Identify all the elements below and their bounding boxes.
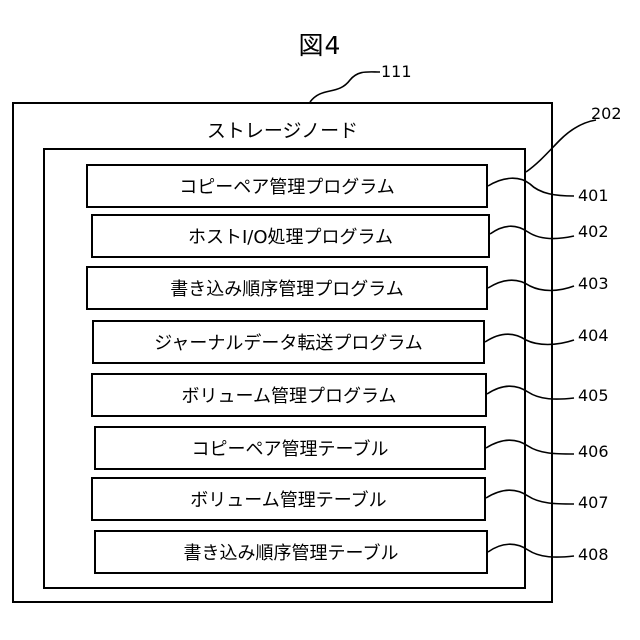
- leader-line-401: [488, 178, 574, 196]
- leader-line-403: [488, 280, 574, 290]
- leader-line-408: [488, 544, 574, 557]
- leader-line-407: [486, 490, 574, 504]
- leader-line-404: [485, 334, 574, 344]
- leader-line-402: [490, 226, 574, 238]
- leader-line-202: [526, 120, 596, 172]
- leader-line-406: [486, 440, 574, 454]
- leader-line-405: [487, 386, 574, 399]
- leader-line-111: [310, 72, 380, 102]
